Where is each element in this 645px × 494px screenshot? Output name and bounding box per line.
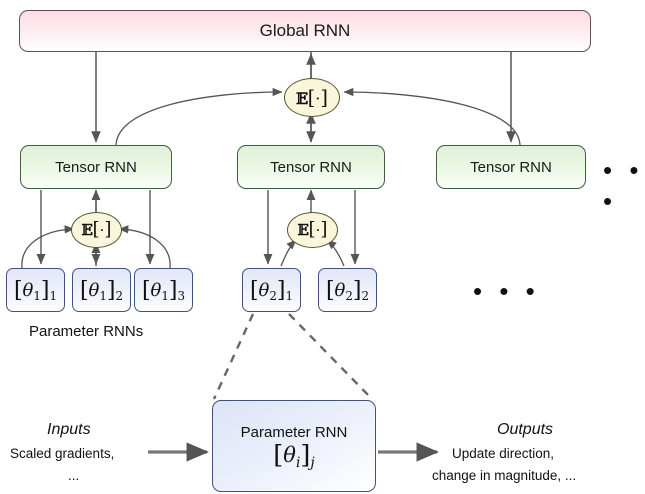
tensor-level-ellipsis: • • • bbox=[603, 155, 644, 216]
parameter-box-theta2-2[interactable]: [θ2]2 bbox=[318, 268, 377, 312]
expectation-symbol: 𝔼[·] bbox=[81, 219, 112, 241]
parameter-rnns-label: Parameter RNNs bbox=[29, 323, 144, 340]
parameter-box-label: [θ2]2 bbox=[325, 277, 370, 304]
tensor1-expectation-node[interactable]: 𝔼[·] bbox=[71, 212, 122, 248]
global-rnn-label: Global RNN bbox=[259, 21, 351, 40]
parameter-level-ellipsis: • • • bbox=[473, 276, 540, 306]
outputs-line-2: change in magnitude, ... bbox=[432, 468, 577, 483]
expectation-symbol: 𝔼[·] bbox=[297, 219, 328, 241]
parameter-rnn-detail-label: [θi]j bbox=[273, 440, 315, 472]
parameter-rnn-detail-title: Parameter RNN bbox=[240, 424, 348, 442]
inputs-line-2: ... bbox=[68, 468, 80, 483]
global-expectation-node[interactable]: 𝔼[·] bbox=[284, 78, 340, 117]
parameter-box-theta2-1[interactable]: [θ2]1 bbox=[242, 268, 301, 312]
tensor-rnn-3[interactable]: Tensor RNN bbox=[436, 145, 586, 189]
tensor-rnn-3-label: Tensor RNN bbox=[470, 158, 552, 176]
parameter-box-label: [θ1]3 bbox=[141, 277, 186, 304]
expectation-symbol: 𝔼[·] bbox=[295, 86, 329, 110]
parameter-box-label: [θ2]1 bbox=[249, 277, 294, 304]
parameter-box-theta1-2[interactable]: [θ1]2 bbox=[72, 268, 131, 312]
parameter-box-theta1-1[interactable]: [θ1]1 bbox=[6, 268, 65, 312]
parameter-box-label: [θ1]1 bbox=[13, 277, 58, 304]
tensor2-expectation-node[interactable]: 𝔼[·] bbox=[287, 212, 338, 248]
inputs-line-1: Scaled gradients, bbox=[10, 446, 115, 461]
tensor-rnn-2[interactable]: Tensor RNN bbox=[237, 145, 385, 189]
global-rnn-node[interactable]: Global RNN bbox=[19, 10, 591, 52]
parameter-box-label: [θ1]2 bbox=[79, 277, 124, 304]
tensor-rnn-1-label: Tensor RNN bbox=[55, 158, 137, 176]
tensor-rnn-1[interactable]: Tensor RNN bbox=[20, 145, 172, 189]
parameter-rnn-detail-box[interactable]: Parameter RNN [θi]j bbox=[212, 400, 376, 492]
tensor-rnn-2-label: Tensor RNN bbox=[270, 158, 352, 176]
parameter-box-theta1-3[interactable]: [θ1]3 bbox=[134, 268, 193, 312]
inputs-heading: Inputs bbox=[47, 421, 91, 438]
outputs-line-1: Update direction, bbox=[452, 446, 555, 461]
outputs-heading: Outputs bbox=[497, 421, 554, 438]
